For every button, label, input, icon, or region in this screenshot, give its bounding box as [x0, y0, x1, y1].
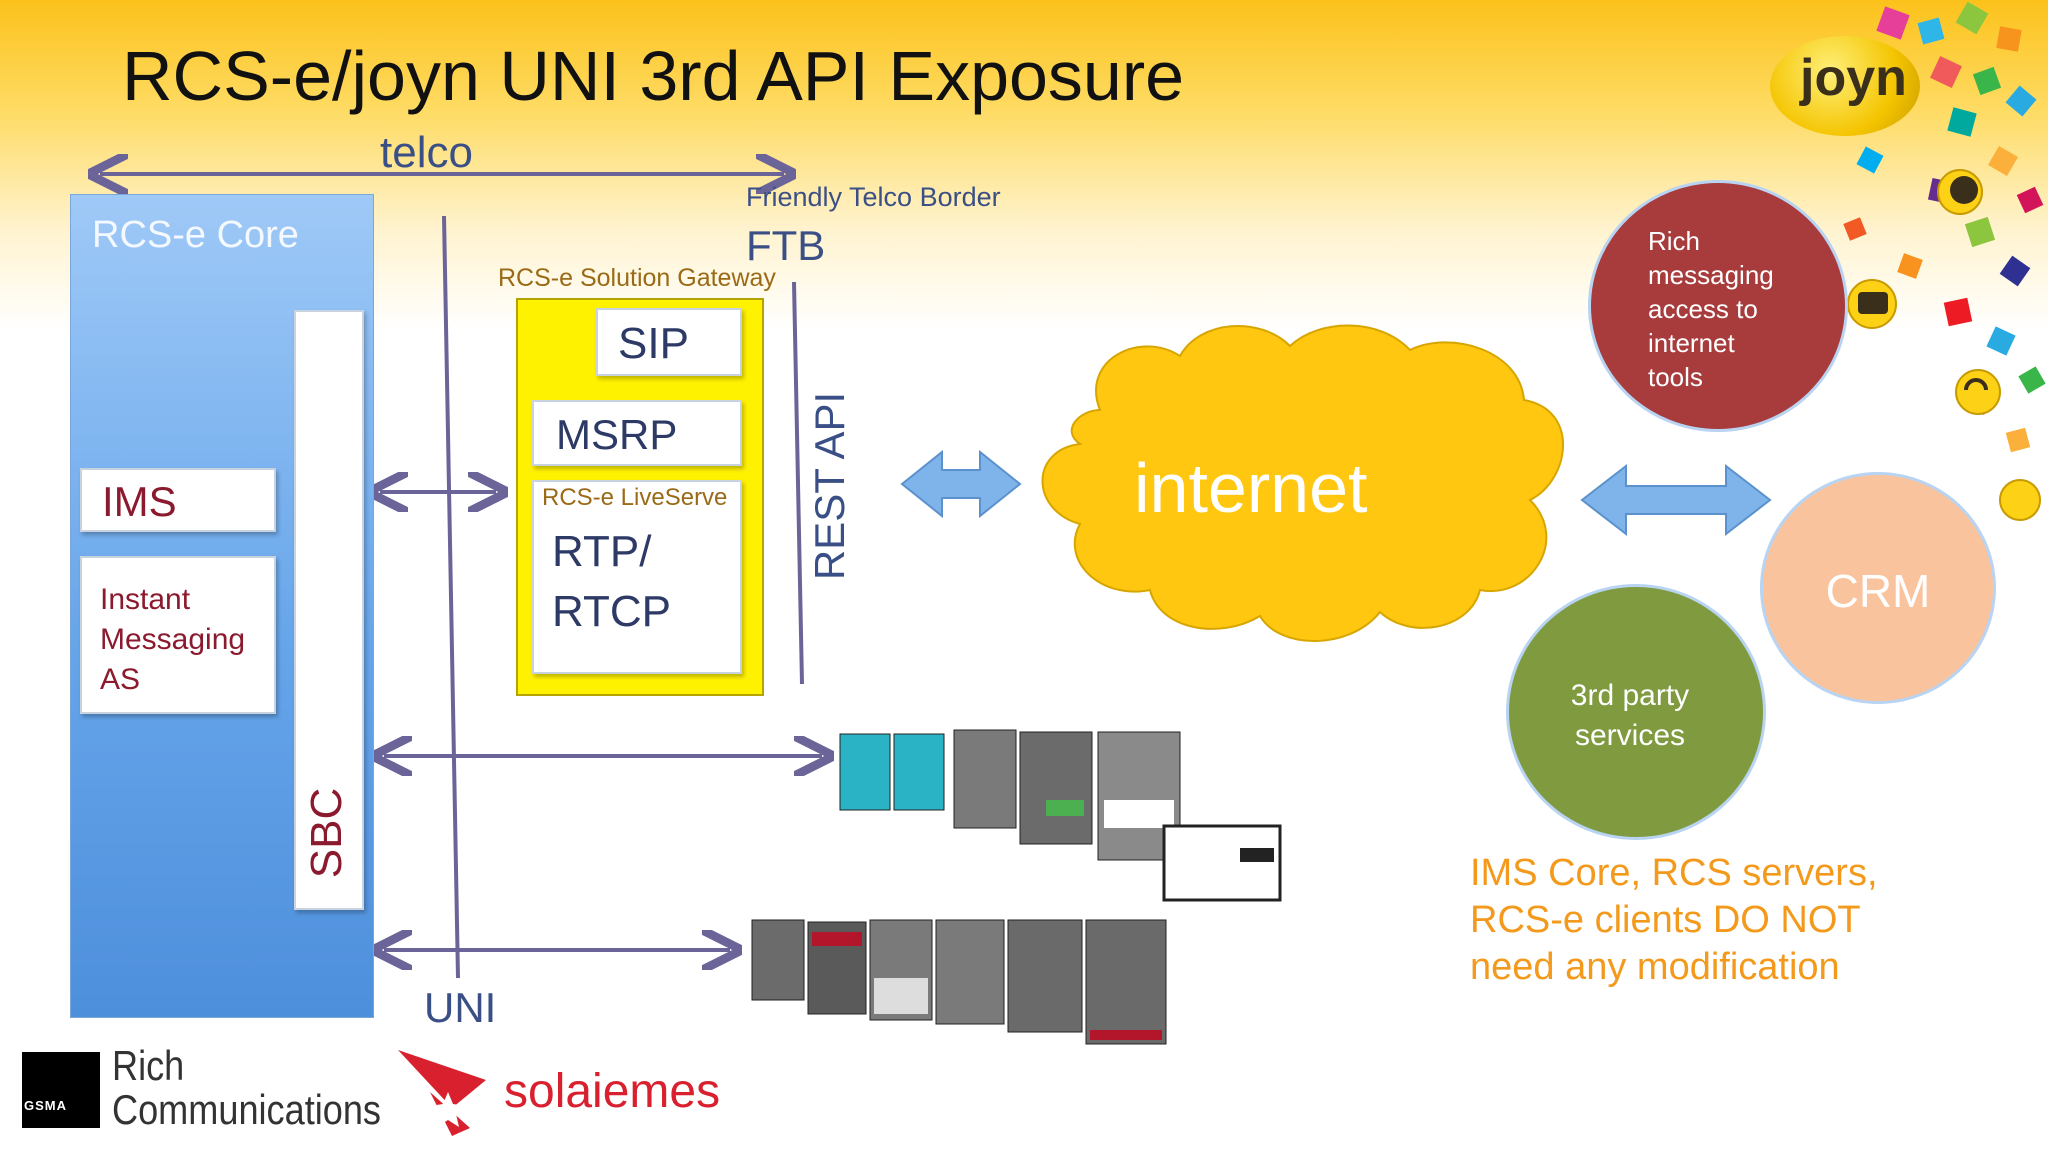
client-screens-2: [751, 919, 1167, 1045]
sbc-label: SBC: [302, 787, 351, 879]
sbc-box: [294, 310, 364, 910]
liveserve-box: [532, 480, 742, 674]
ims-box: IMS: [80, 468, 276, 532]
solaiemes-mark-large: [398, 1050, 486, 1136]
uni-line: [442, 215, 460, 979]
telco-label: telco: [380, 128, 473, 177]
sip-box: SIP: [596, 308, 742, 376]
joyn-chat-icons: [1858, 176, 1988, 391]
note-line: IMS Core, RCS servers,: [1470, 852, 1878, 894]
third-party-text: 3rd party services: [1506, 676, 1754, 756]
rich-line: internet: [1648, 328, 1735, 358]
note-line: RCS-e clients DO NOT: [1470, 899, 1861, 941]
crm-label: CRM: [1825, 565, 1931, 617]
gsma-logo-text: GSMA: [24, 1098, 67, 1113]
page-title: RCS-e/joyn UNI 3rd API Exposure: [122, 37, 1185, 115]
rest-api-label-wrap: REST API: [800, 392, 860, 580]
rtp-line2: RTCP: [552, 587, 671, 636]
internet-cloud: [1041, 324, 1564, 642]
solaiemes-logo-text: solaiemes: [504, 1065, 721, 1118]
msrp-box: MSRP: [532, 400, 742, 466]
note-line: need any modification: [1470, 946, 1840, 988]
rich-line: tools: [1648, 362, 1703, 392]
gsma-logo: [22, 1052, 100, 1128]
rich-line: Rich: [1648, 226, 1701, 256]
modification-note: IMS Core, RCS servers, RCS-e clients DO …: [1470, 850, 1878, 991]
rich-comm-line2: Communications: [112, 1086, 382, 1133]
im-as-line3: AS: [100, 663, 141, 696]
internet-crm-arrow: [1580, 463, 1772, 537]
rcs-core-title: RCS-e Core: [92, 214, 299, 256]
joyn-logo: [1770, 36, 1920, 136]
friendly-telco-border-label: Friendly Telco Border: [746, 182, 1001, 212]
rich-line: messaging: [1648, 260, 1774, 290]
rich-messaging-circle: [1588, 180, 1848, 432]
gateway-title: RCS-e Solution Gateway: [498, 264, 776, 292]
sbc-label-wrap: SBC: [294, 760, 360, 906]
ftb-label: FTB: [746, 222, 826, 269]
rich-comm-line1: Rich: [112, 1042, 185, 1089]
rich-messaging-text: Rich messaging access to internet tools: [1648, 224, 1774, 394]
rich-communications-logo-text: Rich Communications: [112, 1044, 381, 1132]
internet-label: internet: [1134, 449, 1368, 527]
joyn-decoration: [1843, 1, 2046, 521]
third-line1: 3rd party: [1570, 679, 1690, 712]
im-as-line2: Messaging: [100, 623, 246, 656]
third-party-circle: [1506, 584, 1766, 840]
ftb-line: [792, 281, 804, 685]
instant-messaging-as-box: Instant Messaging AS: [80, 556, 276, 714]
rtp-line1: RTP/: [552, 527, 652, 576]
im-as-line1: Instant: [100, 583, 191, 616]
rich-line: access to: [1648, 294, 1758, 324]
gateway-internet-arrow: [900, 449, 1022, 519]
uni-label: UNI: [424, 984, 497, 1031]
rest-api-label: REST API: [806, 391, 853, 581]
rtp-rtcp-label: RTP/ RTCP: [552, 522, 671, 642]
joyn-logo-text: joyn: [1800, 49, 1907, 107]
liveserve-label: RCS-e LiveServe: [542, 484, 728, 511]
third-line2: services: [1574, 719, 1686, 752]
crm-circle: [1760, 472, 1996, 704]
client-screens-1: [839, 729, 1282, 902]
